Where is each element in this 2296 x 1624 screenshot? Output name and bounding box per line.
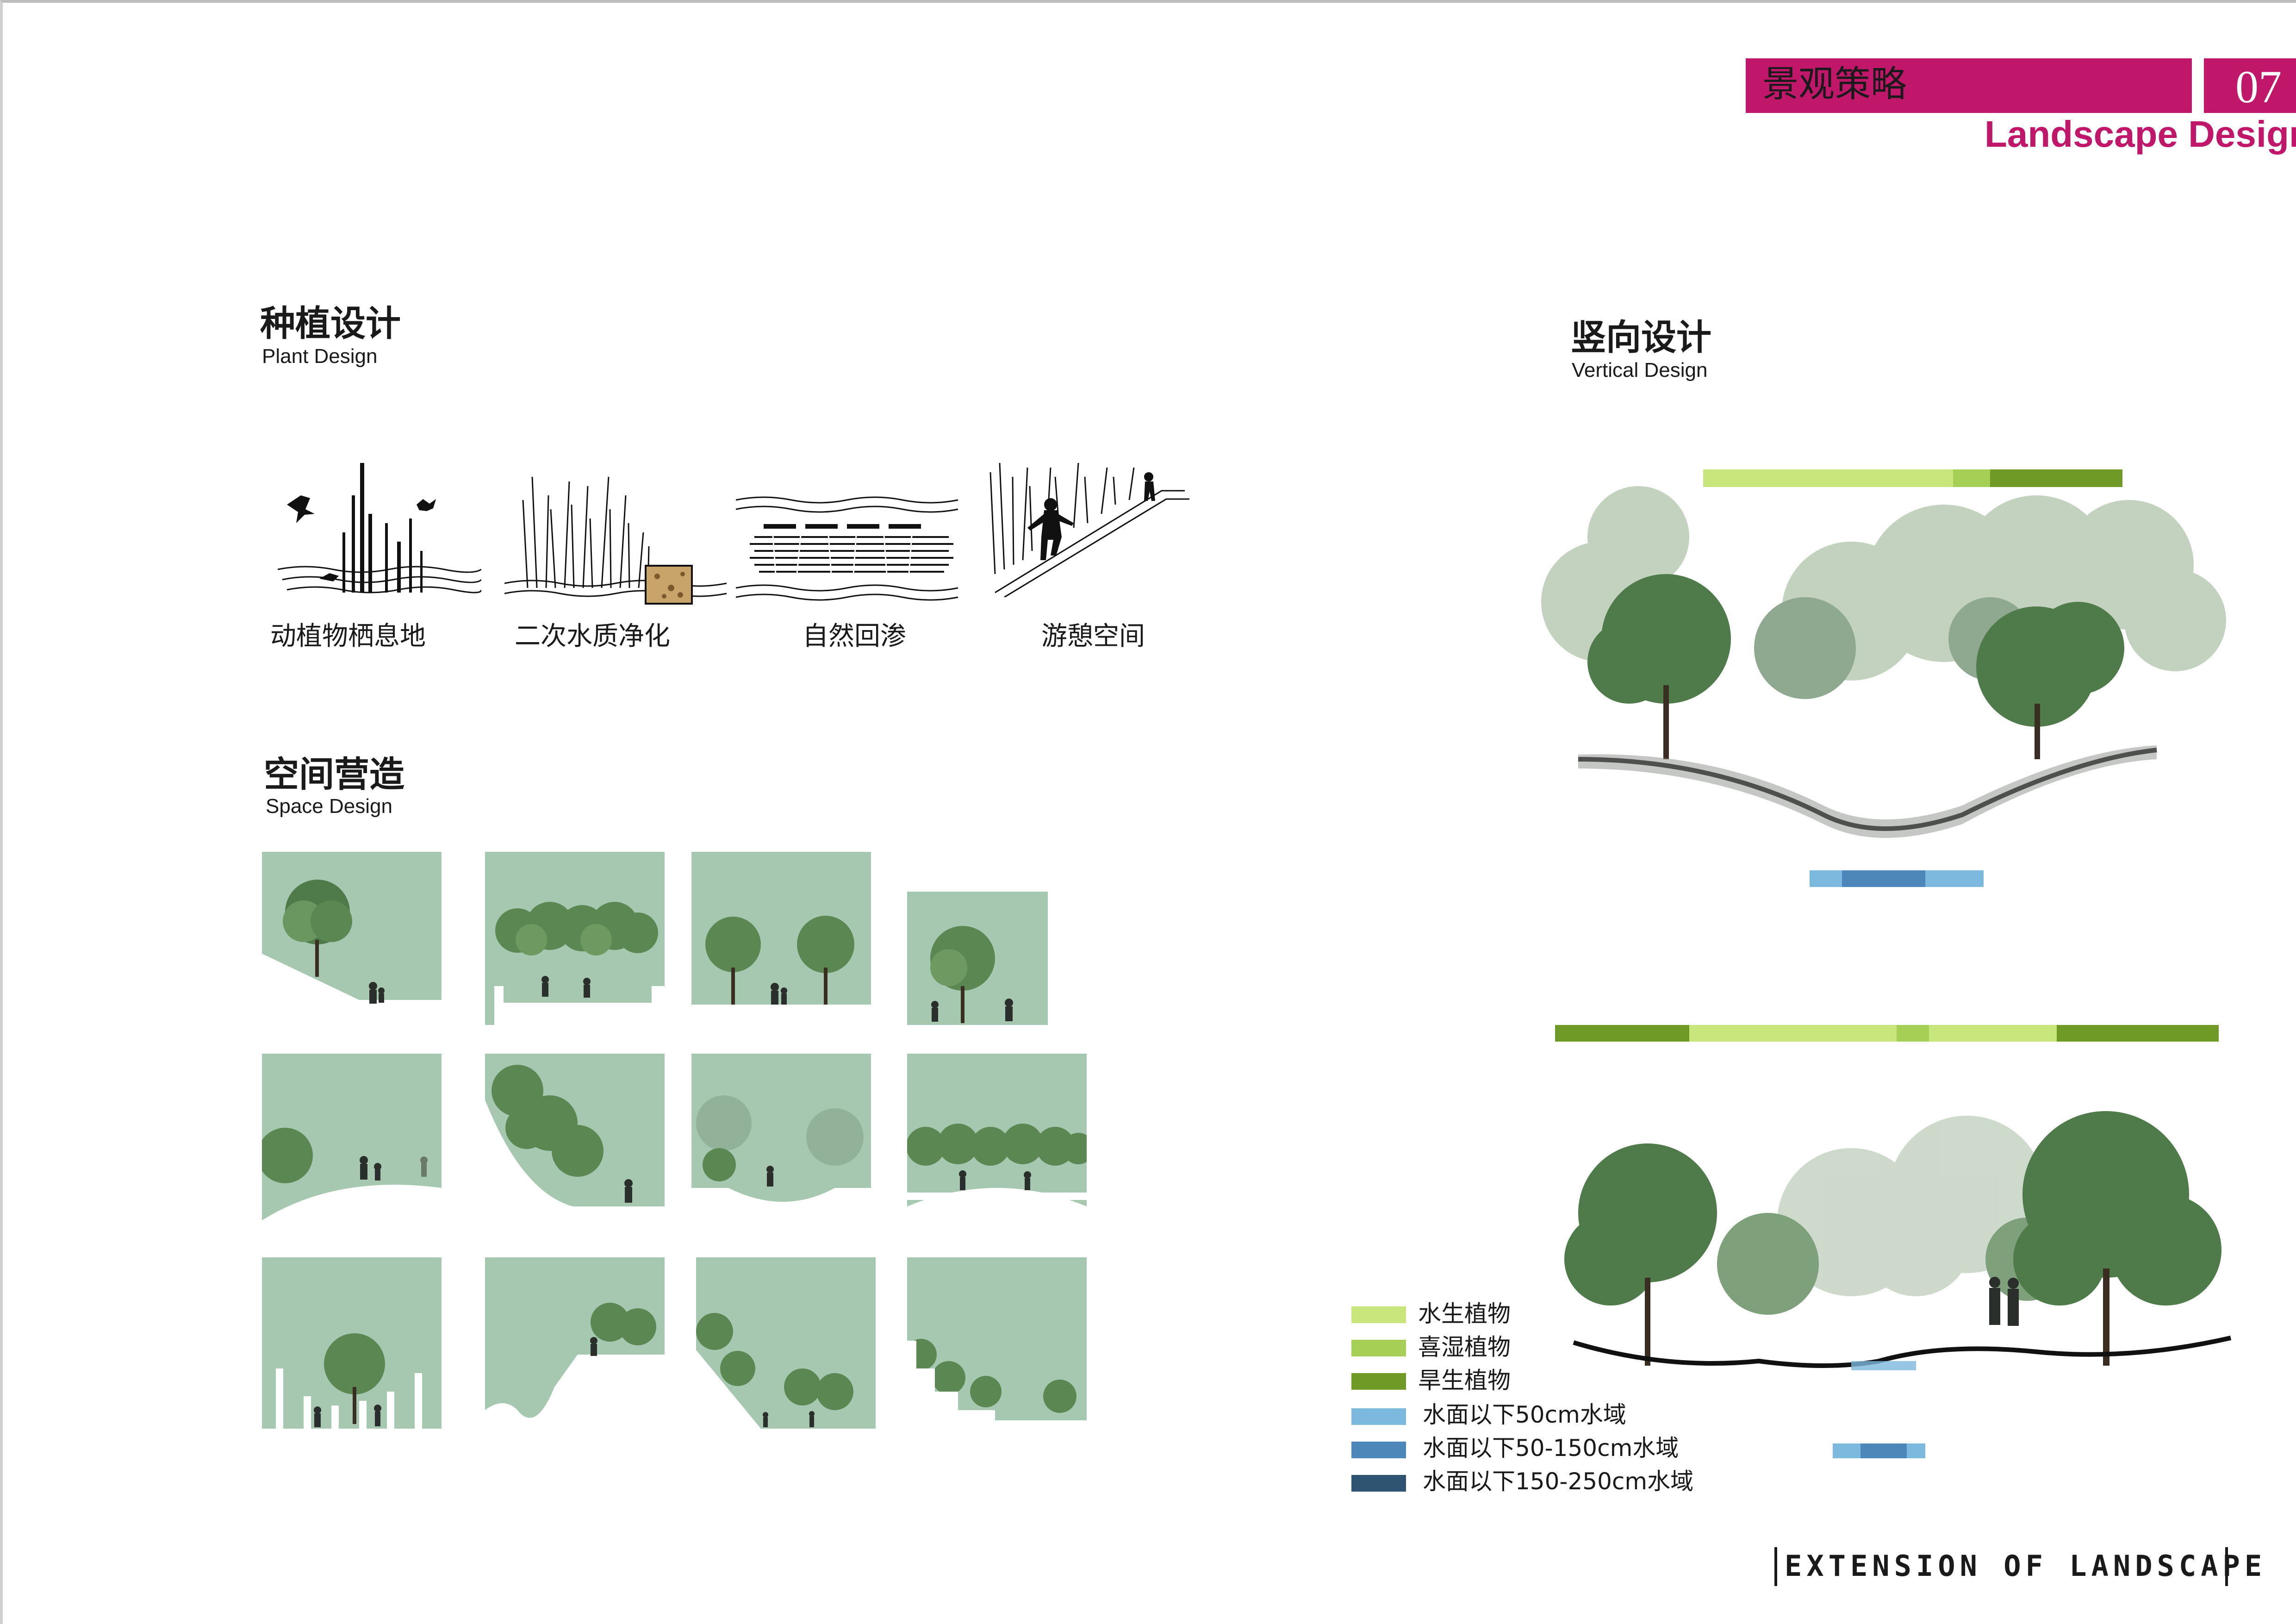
footer-bar-left bbox=[1774, 1547, 1777, 1586]
space-panel-pond bbox=[691, 1054, 871, 1233]
legend-label-water-250: 水面以下150-250cm水域 bbox=[1423, 1468, 1694, 1495]
plant-band-dry bbox=[1990, 469, 2122, 487]
legend-swatch-aquatic bbox=[1351, 1306, 1406, 1323]
legend-label-water-150: 水面以下50-150cm水域 bbox=[1423, 1435, 1679, 1462]
plant-band-aquatic-right bbox=[1929, 1025, 2057, 1042]
legend-swatch-water-150 bbox=[1351, 1442, 1406, 1458]
page-number: 07 bbox=[2235, 61, 2282, 112]
legend-label-water-50: 水面以下50cm水域 bbox=[1423, 1401, 1626, 1428]
header-subtitle: Landscape Design bbox=[1985, 113, 2296, 155]
space-panel-bridge bbox=[907, 1054, 1087, 1233]
plant-item-label-habitat: 动植物栖息地 bbox=[270, 621, 426, 651]
vertical-section-1 bbox=[1541, 469, 2226, 887]
water-band-mid-2 bbox=[1860, 1443, 1907, 1458]
legend-label-dry: 旱生植物 bbox=[1418, 1367, 1511, 1394]
header-title-bar bbox=[1746, 58, 2192, 113]
space-panel-tree-row bbox=[485, 852, 665, 1031]
legend-swatch-water-50 bbox=[1351, 1408, 1406, 1425]
water-band-shallow-2 bbox=[1925, 870, 1984, 887]
plant-band-wetland-mid bbox=[1897, 1025, 1929, 1042]
legend-label-wetland: 喜湿植物 bbox=[1418, 1334, 1511, 1361]
space-panel-hillside bbox=[485, 1054, 665, 1233]
space-panel-slope bbox=[262, 852, 442, 1031]
header-title: 景观策略 bbox=[1762, 63, 1907, 105]
vertical-design-title: 竖向设计 bbox=[1571, 317, 1711, 358]
plant-band-wetland bbox=[1953, 469, 1990, 487]
page-number-box bbox=[2204, 58, 2296, 113]
plant-band-dry-left bbox=[1555, 1025, 1689, 1042]
footer-bar-right bbox=[2225, 1547, 2228, 1586]
plant-item-label-recreation: 游憩空间 bbox=[1041, 621, 1145, 651]
recreation-space-icon bbox=[989, 462, 1189, 597]
footer-text: EXTENSION OF LANDSCAPE bbox=[1785, 1549, 2267, 1583]
plant-design-title: 种植设计 bbox=[260, 303, 401, 344]
space-panel-slope-trees bbox=[696, 1257, 876, 1437]
space-panel-terrace bbox=[485, 1257, 665, 1437]
water-band-mid bbox=[1842, 870, 1925, 887]
legend-swatch-water-250 bbox=[1351, 1475, 1406, 1492]
space-design-title: 空间营造 bbox=[264, 754, 404, 795]
plant-band-dry-right bbox=[2057, 1025, 2219, 1042]
water-purification-icon bbox=[504, 476, 727, 605]
plant-item-label-infiltration: 自然回渗 bbox=[803, 621, 906, 651]
space-panel-steps bbox=[907, 1257, 1087, 1437]
water-band-shallow bbox=[1810, 870, 1842, 887]
natural-infiltration-icon bbox=[736, 496, 958, 601]
habitat-icon bbox=[278, 463, 481, 593]
vertical-section-2 bbox=[1555, 1025, 2232, 1458]
space-panel-two-trees bbox=[691, 852, 871, 1031]
space-panel-corner bbox=[907, 852, 1087, 1031]
legend-swatch-wetland bbox=[1351, 1340, 1406, 1356]
space-panel-pillars bbox=[262, 1257, 442, 1437]
legend-swatch-dry bbox=[1351, 1373, 1406, 1390]
water-band-shallow-4 bbox=[1907, 1443, 1925, 1458]
vertical-design-subtitle: Vertical Design bbox=[1572, 359, 1708, 381]
plant-band-aquatic bbox=[1703, 469, 1953, 487]
space-design-subtitle: Space Design bbox=[266, 795, 392, 818]
space-panel-mound bbox=[262, 1054, 442, 1233]
legend-label-aquatic: 水生植物 bbox=[1418, 1300, 1511, 1327]
water-band-shallow-3 bbox=[1833, 1443, 1860, 1458]
plant-item-label-purification: 二次水质净化 bbox=[515, 621, 670, 651]
plant-band-aquatic-mid bbox=[1689, 1025, 1897, 1042]
plant-design-subtitle: Plant Design bbox=[262, 345, 378, 368]
